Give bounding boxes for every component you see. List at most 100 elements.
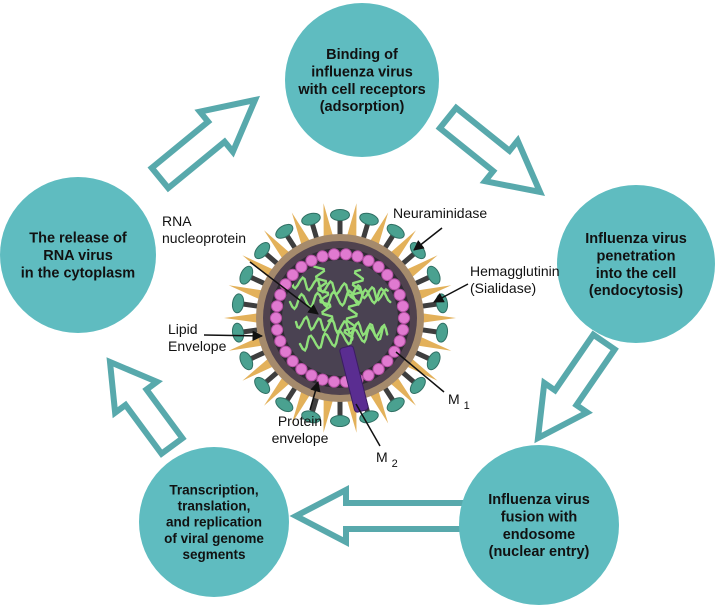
viral-core — [282, 260, 398, 376]
leader-m1 — [395, 351, 445, 393]
m1-bead — [351, 250, 364, 263]
step-text-line: RNA virus — [43, 248, 113, 264]
step-text-line: (adsorption) — [320, 99, 405, 115]
m2-ion-channel — [339, 345, 369, 413]
m1-bead — [339, 248, 352, 261]
rna-strand — [294, 315, 389, 338]
neuraminidase-spike — [254, 376, 271, 394]
neuraminidase-spike — [254, 242, 271, 260]
hemagglutinin-spike — [388, 230, 416, 261]
m1-bead — [271, 323, 284, 336]
m1-bead — [396, 323, 409, 336]
step-text-line: Influenza virus — [488, 492, 590, 508]
neuraminidase-spike — [275, 223, 294, 239]
leader-lipid-envelope — [203, 330, 264, 342]
m1-bead — [328, 375, 341, 388]
step-text-line: into the cell — [596, 266, 677, 282]
step-text-line: in the cytoplasm — [21, 266, 135, 282]
m1-bead — [362, 369, 375, 382]
label-lipid_envelope: Envelope — [168, 338, 227, 354]
m1-bead — [295, 363, 308, 376]
m1-bead — [305, 254, 318, 267]
m1-bead — [381, 268, 394, 281]
neuraminidase-spike — [386, 397, 405, 413]
m1-bead — [286, 355, 299, 368]
step-text-line: segments — [182, 547, 245, 562]
step-circle — [0, 177, 156, 333]
step-text-line: of viral genome — [164, 531, 264, 546]
neuraminidase-spike — [231, 293, 245, 314]
rna-strand — [298, 323, 386, 353]
m1-bead — [372, 363, 385, 376]
step-text-line: fusion with — [501, 509, 578, 525]
m1-bead-ring — [269, 248, 411, 388]
step-text-line: and replication — [166, 515, 262, 530]
neuraminidase-spike — [435, 322, 449, 343]
label-hemagglutinin: (Sialidase) — [470, 280, 536, 296]
leader-neuraminidase — [413, 227, 443, 251]
neuraminidase-spike — [330, 209, 350, 221]
m1-bead — [295, 260, 308, 273]
leader-hemagglutinin — [433, 283, 469, 303]
hemagglutinin-spike — [346, 203, 357, 240]
m1-bead — [269, 311, 283, 325]
hemagglutinin-spike — [388, 375, 416, 406]
step-text-line: The release of — [29, 231, 127, 247]
step-circle — [557, 185, 715, 343]
hemagglutinin-spike — [404, 255, 438, 279]
step-text-line: (nuclear entry) — [489, 544, 590, 560]
hemagglutinin-spike — [404, 357, 438, 381]
neuraminidase-spike — [301, 410, 321, 424]
virus-labels: RNAnucleoproteinNeuraminidaseHemagglutin… — [162, 205, 560, 470]
label-lipid_envelope: Lipid — [168, 321, 198, 337]
step-text-line: endosome — [503, 527, 576, 543]
label-protein_envelope: Protein — [278, 413, 322, 429]
step-text-line: influenza virus — [311, 64, 413, 80]
label-rna_nucleoprotein: RNA — [162, 213, 192, 229]
m1-bead — [397, 311, 411, 325]
hemagglutinin-spike — [323, 203, 334, 240]
virus-particle — [224, 203, 456, 433]
hemagglutinin-spike — [415, 285, 452, 301]
step-replication: Transcription,translation,and replicatio… — [139, 447, 289, 597]
m1-bead — [271, 300, 284, 313]
m1-bead — [393, 335, 406, 348]
m1-bead — [388, 345, 401, 358]
m1-bead — [316, 250, 329, 263]
spike-stem — [413, 274, 433, 287]
hemagglutinin-spike — [264, 375, 292, 406]
neuraminidase-spike — [231, 322, 245, 343]
spike-stem — [413, 349, 433, 362]
m1-bead — [396, 300, 409, 313]
m1-bead — [393, 288, 406, 301]
label-protein_envelope: envelope — [272, 430, 329, 446]
m1-bead — [362, 254, 375, 267]
step-text-line: Influenza virus — [585, 231, 687, 247]
arrow-release-to-adsorption — [147, 95, 261, 193]
neuraminidase-spike — [359, 212, 379, 226]
hemagglutinin-spike — [242, 357, 276, 381]
m1-bead — [279, 345, 292, 358]
spike-stem — [240, 301, 260, 309]
rna-strand — [312, 260, 334, 323]
surface-spikes — [224, 203, 456, 433]
rna-strand — [343, 268, 365, 341]
label-neuraminidase: Neuraminidase — [393, 205, 487, 221]
hemagglutinin-spike — [368, 212, 389, 248]
neuraminidase-spike — [239, 351, 254, 371]
neuraminidase-spike — [426, 265, 441, 285]
step-circle — [459, 445, 619, 605]
m1-bead — [279, 278, 292, 291]
m1-bead — [372, 260, 385, 273]
m1-bead — [305, 369, 318, 382]
m1-bead — [388, 278, 401, 291]
arrow-adsorption-to-endocytosis — [435, 103, 546, 197]
neuraminidase-spike — [426, 351, 441, 371]
m1-bead — [328, 248, 341, 261]
label-m2-sub: 2 — [392, 458, 398, 470]
